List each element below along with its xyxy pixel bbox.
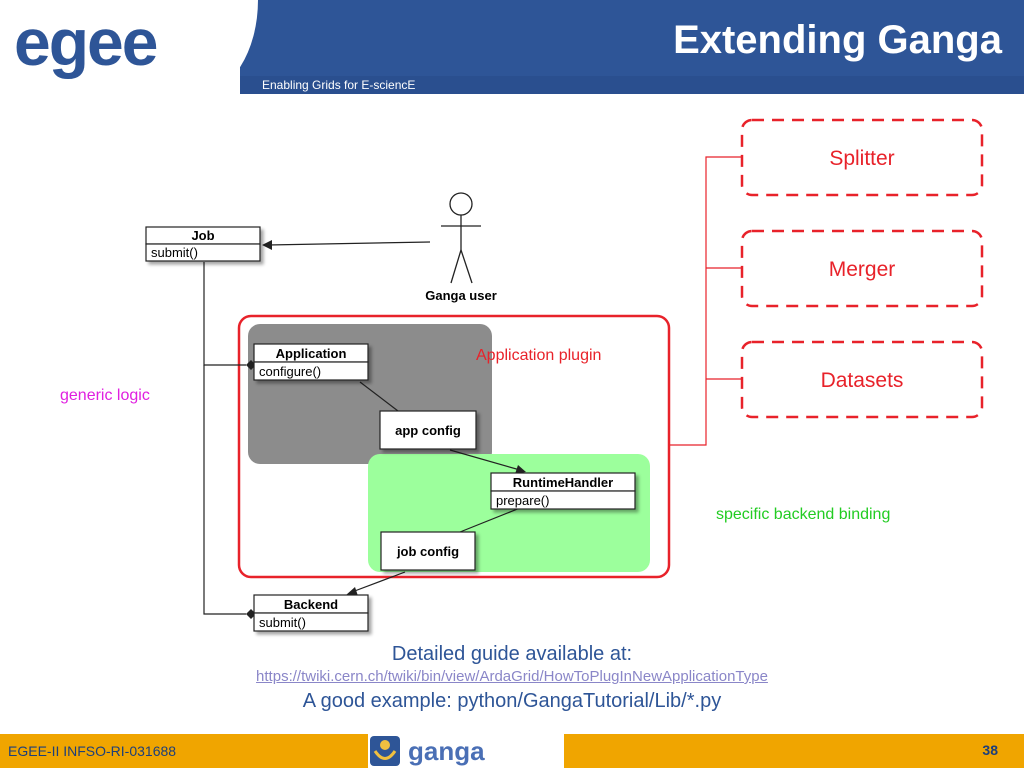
ganga-logo-graphic: ganga — [370, 736, 485, 766]
backend-class-name: Backend — [284, 597, 338, 612]
appconfig-to-runtime-arrow — [449, 449, 521, 471]
application-class-name: Application — [276, 346, 347, 361]
ganga-logo-text: ganga — [408, 736, 485, 766]
runtime-handler-prepare-method: prepare() — [496, 493, 549, 508]
tagline: Enabling Grids for E-sciencE — [262, 78, 416, 92]
guide-heading: Detailed guide available at: — [391, 643, 633, 665]
specific-backend-label: specific backend binding — [716, 506, 890, 523]
app-config-box — [379, 410, 477, 450]
egee-logo: egee — [14, 5, 158, 79]
user-icon — [441, 192, 481, 284]
application-configure-method: configure() — [259, 364, 321, 379]
application-plugin-label: Application plugin — [476, 347, 601, 364]
datasets-label: Datasets — [821, 369, 904, 392]
arrowhead — [346, 587, 358, 596]
merger-box — [740, 229, 984, 308]
logo-area: egee — [0, 0, 258, 94]
runtime-handler-class-name: RuntimeHandler — [513, 475, 613, 490]
architecture-diagram: Job submit() Ganga user Application conf… — [60, 118, 984, 632]
job-to-backend-line — [203, 365, 246, 615]
plugin-bracket — [669, 156, 742, 446]
job-submit-method: submit() — [151, 245, 198, 260]
backend-class — [253, 594, 369, 632]
ganga-logo: ganga — [368, 734, 564, 768]
job-class-name: Job — [191, 228, 214, 243]
arrowhead — [515, 465, 526, 474]
jobconfig-to-backend-arrow — [351, 571, 406, 593]
datasets-box — [740, 340, 984, 419]
merger-label: Merger — [829, 258, 896, 281]
guide-example: A good example: python/GangaTutorial/Lib… — [302, 690, 722, 712]
arrowhead — [262, 240, 272, 250]
runtime-handler-class — [490, 472, 636, 510]
app-config-label: app config — [395, 423, 461, 438]
guide-link[interactable]: https://twiki.cern.ch/twiki/bin/view/Ard… — [256, 668, 768, 685]
slide-header: egee Enabling Grids for E-sciencE Extend… — [0, 0, 1024, 94]
user-label: Ganga user — [425, 288, 497, 303]
application-to-appconfig-line — [359, 381, 399, 412]
splitter-box — [740, 118, 984, 197]
guide-text: Detailed guide available at: https://twi… — [0, 642, 1024, 714]
splitter-label: Splitter — [829, 147, 894, 170]
runtime-to-jobconfig-line — [459, 507, 521, 533]
page-number: 38 — [982, 742, 998, 758]
job-config-label: job config — [396, 544, 459, 559]
application-plugin-region — [237, 314, 671, 579]
user-to-job-arrow — [267, 241, 431, 246]
footer-project-id: EGEE-II INFSO-RI-031688 — [8, 743, 177, 759]
backend-submit-method: submit() — [259, 615, 306, 630]
job-class — [145, 226, 261, 262]
application-class — [253, 343, 369, 381]
generic-logic-label: generic logic — [60, 387, 150, 404]
slide-footer: EGEE-II INFSO-RI-031688 ganga 38 — [0, 734, 1024, 768]
job-config-box — [380, 531, 476, 571]
slide-title: Extending Ganga — [673, 18, 1002, 62]
header-strip — [240, 76, 1024, 94]
